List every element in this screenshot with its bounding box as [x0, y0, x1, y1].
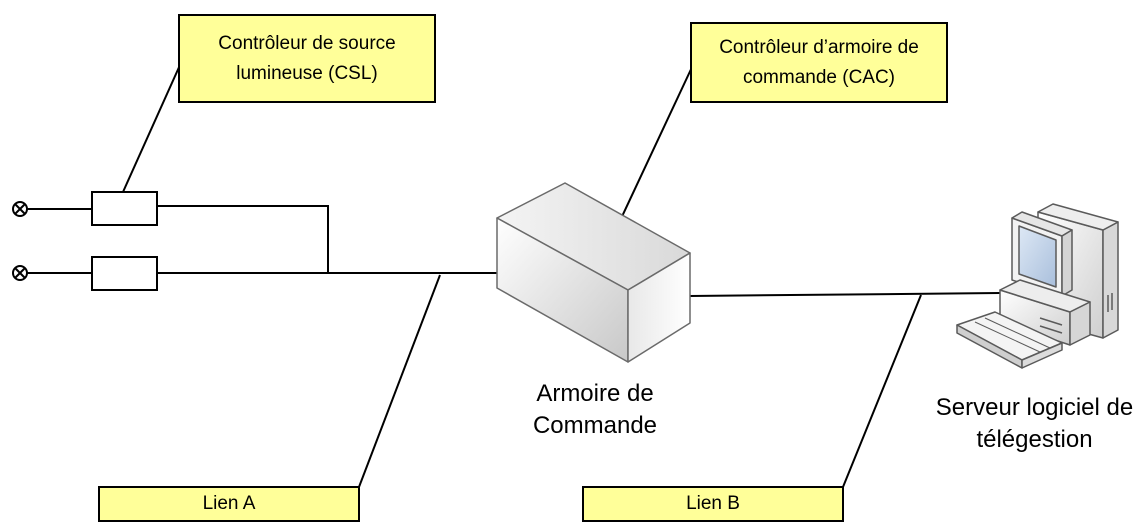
- light-controller-2: [91, 256, 158, 291]
- callout-lien-b-text: Lien B: [686, 493, 740, 514]
- callout-lien-b: Lien B: [582, 486, 844, 522]
- lamp-icon-1: [12, 201, 28, 217]
- wiring: [27, 64, 1001, 488]
- callout-cac: Contrôleur d’armoire de commande (CAC): [690, 22, 948, 103]
- keyboard-icon: [956, 311, 1063, 369]
- network-diagram: [12, 64, 1119, 488]
- callout-lien-a: Lien A: [98, 486, 360, 522]
- server-label: Serveur logiciel de télégestion: [935, 394, 1134, 453]
- callout-lien-a-text: Lien A: [202, 493, 256, 514]
- callout-csl-text: Contrôleur de source lumineuse (CSL): [218, 32, 396, 84]
- cabinet-icon: [496, 182, 691, 363]
- lamp-icon-2: [12, 265, 28, 281]
- callout-csl: Contrôleur de source lumineuse (CSL): [178, 14, 436, 103]
- light-controller-1: [91, 191, 158, 226]
- cabinet-label: Armoire de Commande: [532, 380, 658, 439]
- callout-cac-text: Contrôleur d’armoire de commande (CAC): [719, 36, 919, 88]
- computer-icon: [999, 203, 1119, 346]
